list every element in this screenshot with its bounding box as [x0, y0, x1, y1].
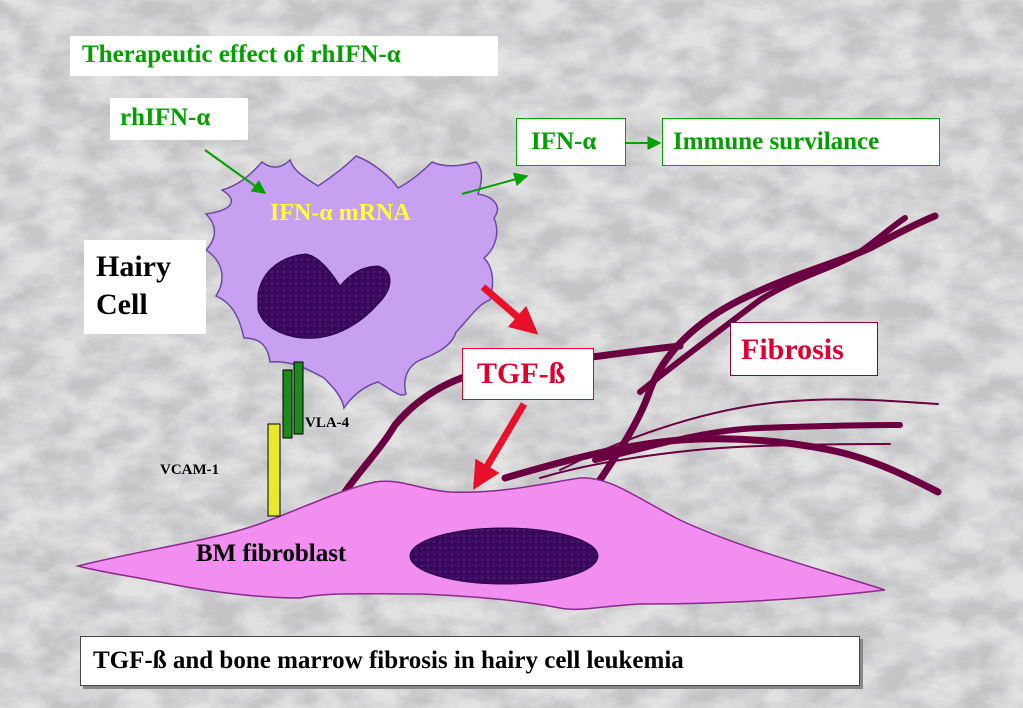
fibrosis-fibers [341, 212, 942, 496]
arrow-cell-to-tgf [480, 284, 539, 335]
bm-fibroblast-label: BM fibroblast [196, 540, 347, 567]
fiber [592, 422, 903, 463]
ifn-alpha-box: IFN-α [516, 118, 626, 166]
fiber [857, 215, 908, 255]
tgf-beta-box: TGF-ß [462, 348, 594, 400]
fibroblast-nucleus [409, 527, 599, 585]
fiber [596, 212, 939, 484]
fiber [559, 398, 939, 471]
vcam1-label: VCAM-1 [160, 462, 220, 478]
fiber [637, 249, 863, 395]
rhifn-label: rhIFN-α [110, 98, 248, 140]
arrow-cell-to-ifn [461, 172, 529, 195]
diagram-title: Therapeutic effect of rhIFN-α [70, 36, 498, 76]
immune-surveillance-box: Immune survilance [662, 118, 940, 166]
vcam1-receptor [267, 423, 281, 517]
fiber [539, 443, 891, 479]
vla4-receptor [293, 361, 304, 435]
vla4-receptor [282, 369, 293, 439]
fibrosis-box: Fibrosis [730, 322, 878, 376]
vla4-label: VLA-4 [305, 415, 350, 431]
arrow-tgf-to-fibroblast [472, 402, 528, 490]
arrow-rhifn-to-cell [204, 149, 267, 194]
hairy-cell-nucleus [257, 253, 391, 339]
fiber [501, 435, 942, 496]
ifn-mrna-label: IFN-α mRNA [270, 200, 411, 226]
caption: TGF-ß and bone marrow fibrosis in hairy … [80, 636, 860, 686]
hairy-cell-label: Hairy Cell [84, 240, 206, 334]
